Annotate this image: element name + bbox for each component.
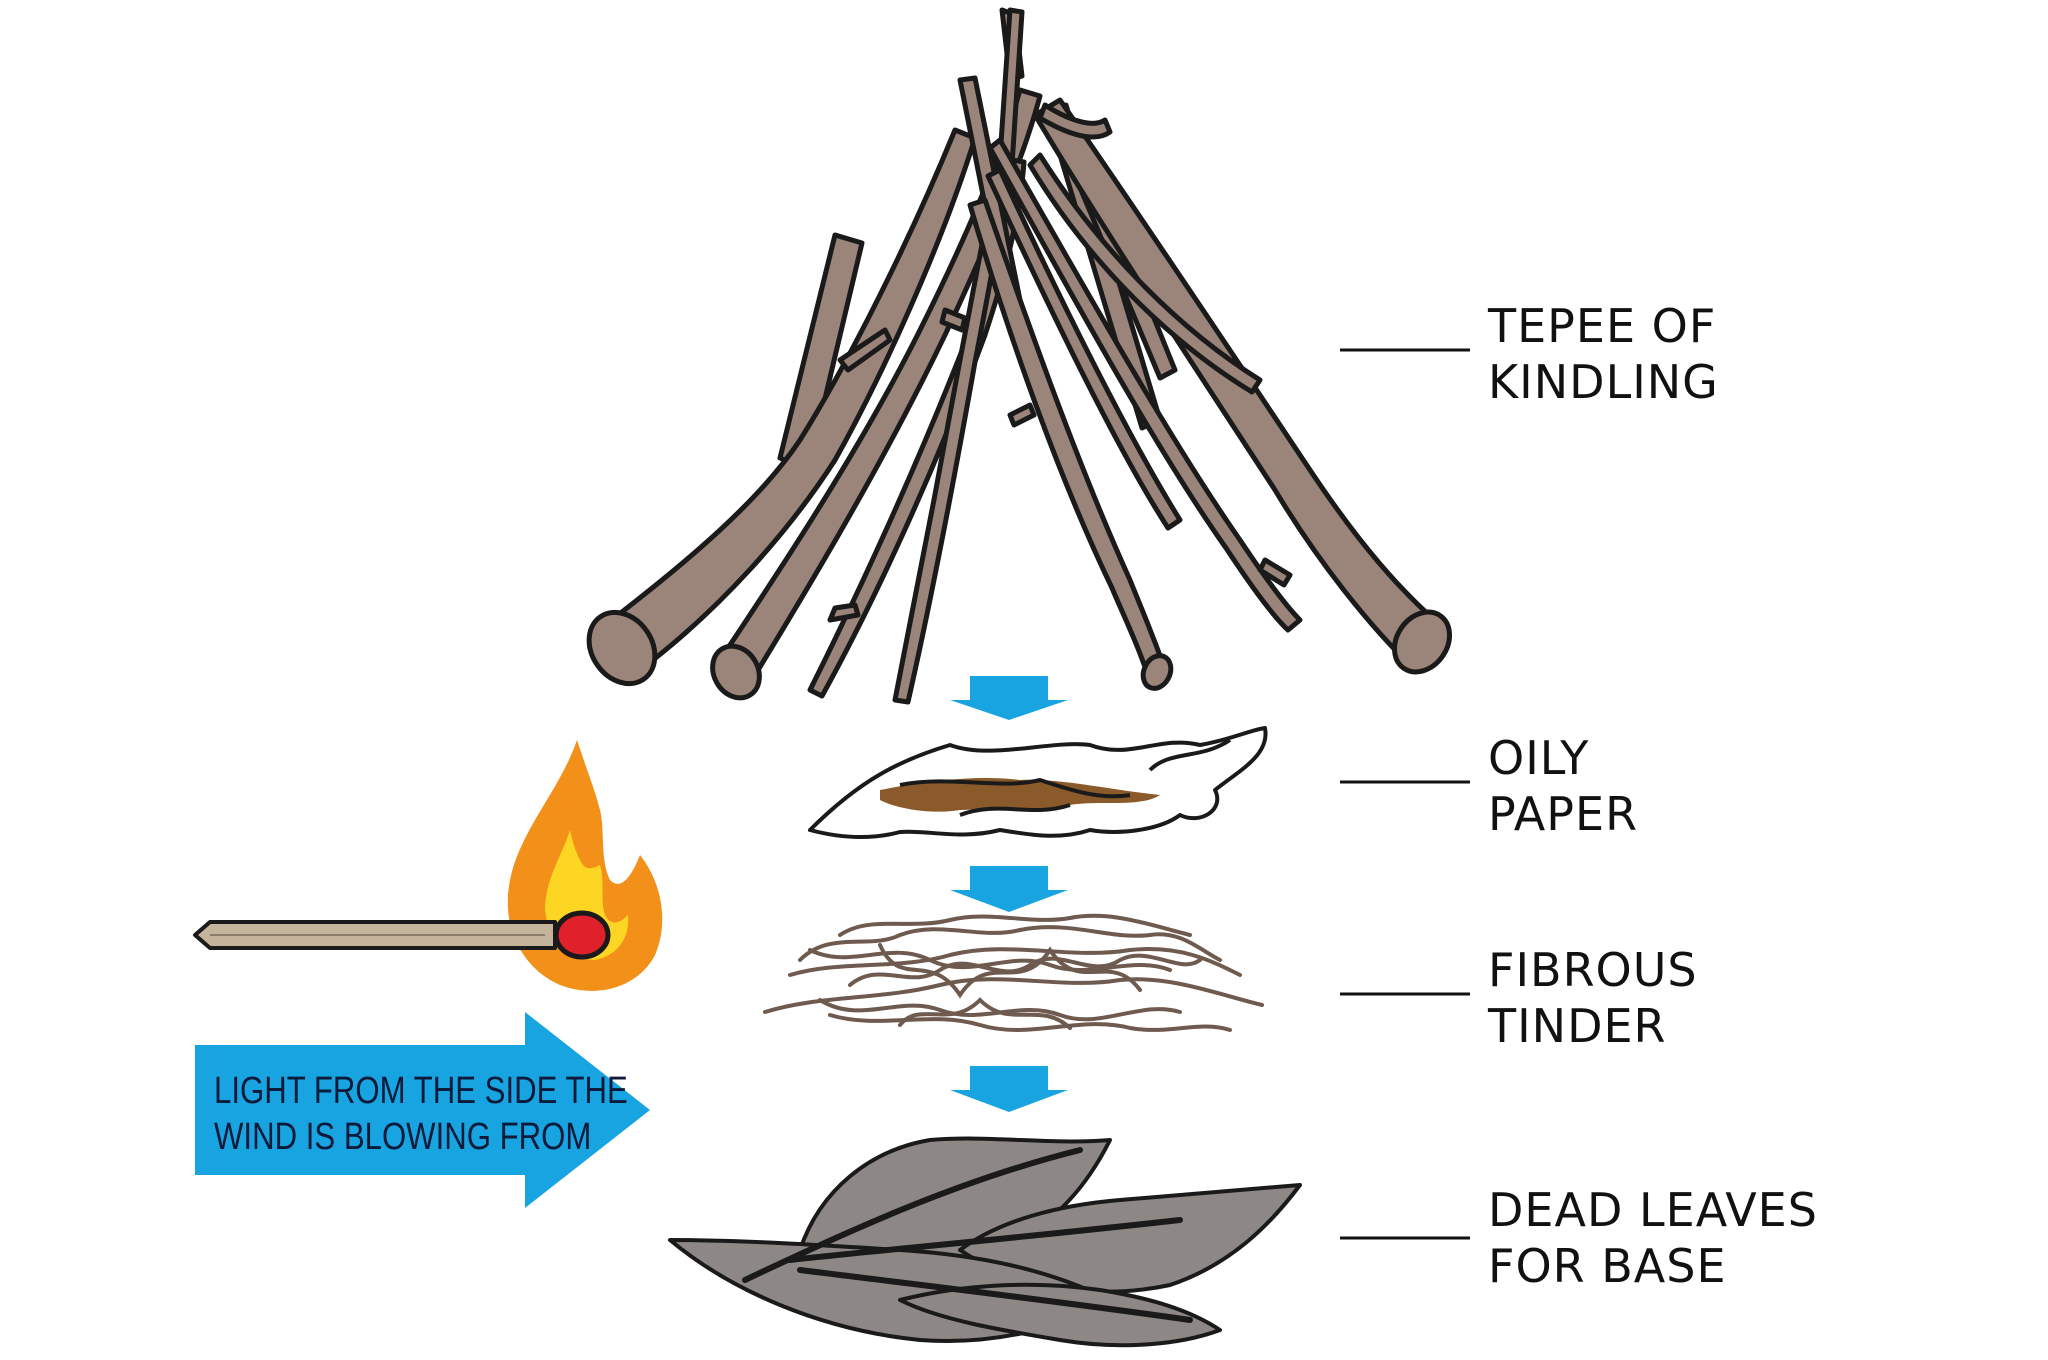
label-line: PAPER — [1488, 787, 1639, 841]
leader-lines — [1340, 348, 1470, 1240]
leaf-stem — [797, 1267, 1193, 1323]
right-arrow-icon — [195, 1012, 650, 1208]
log-end — [1391, 609, 1453, 675]
log-end — [1140, 653, 1174, 691]
log-end — [586, 609, 658, 687]
wind-arrow-line: WIND IS BLOWING FROM — [214, 1116, 592, 1158]
match-icon — [193, 740, 663, 991]
label-fibrous-tinder: FIBROUS TINDER — [1488, 942, 1698, 1054]
leaf — [898, 1282, 1222, 1348]
wind-arrow-text: LIGHT FROM THE SIDE THE WIND IS BLOWING … — [214, 1068, 628, 1160]
label-line: FOR BASE — [1488, 1239, 1727, 1293]
kindling-stick — [1037, 102, 1113, 140]
label-line: DEAD LEAVES — [1488, 1183, 1818, 1237]
kindling-tepee — [586, 7, 1453, 705]
oily-paper — [808, 726, 1268, 840]
down-arrow-icon — [950, 866, 1068, 912]
wind-arrow-line: LIGHT FROM THE SIDE THE — [214, 1070, 628, 1112]
match-head — [553, 910, 611, 960]
label-line: OILY — [1488, 731, 1590, 785]
twig — [837, 327, 893, 373]
twig — [1007, 402, 1037, 428]
kindling-stick — [985, 167, 1183, 531]
kindling-stick — [987, 137, 1303, 633]
label-line: TEPEE OF — [1488, 299, 1717, 353]
label-tepee-of-kindling: TEPEE OF KINDLING — [1488, 298, 1719, 410]
twig — [1257, 557, 1293, 588]
label-line: KINDLING — [1488, 355, 1719, 409]
label-line: TINDER — [1488, 999, 1667, 1053]
log-end — [710, 643, 762, 701]
dead-leaves — [668, 1136, 1302, 1348]
down-arrow-icon — [950, 676, 1068, 720]
down-arrow-icon — [950, 1066, 1068, 1112]
twig — [939, 307, 968, 333]
label-dead-leaves: DEAD LEAVES FOR BASE — [1488, 1182, 1818, 1294]
fibrous-tinder — [763, 913, 1264, 1032]
twig — [827, 602, 861, 623]
label-line: FIBROUS — [1488, 943, 1698, 997]
kindling-stick — [1027, 152, 1263, 395]
leaf-stem — [787, 1217, 1183, 1263]
label-oily-paper: OILY PAPER — [1488, 730, 1638, 842]
leaf-stem — [742, 1147, 1083, 1283]
